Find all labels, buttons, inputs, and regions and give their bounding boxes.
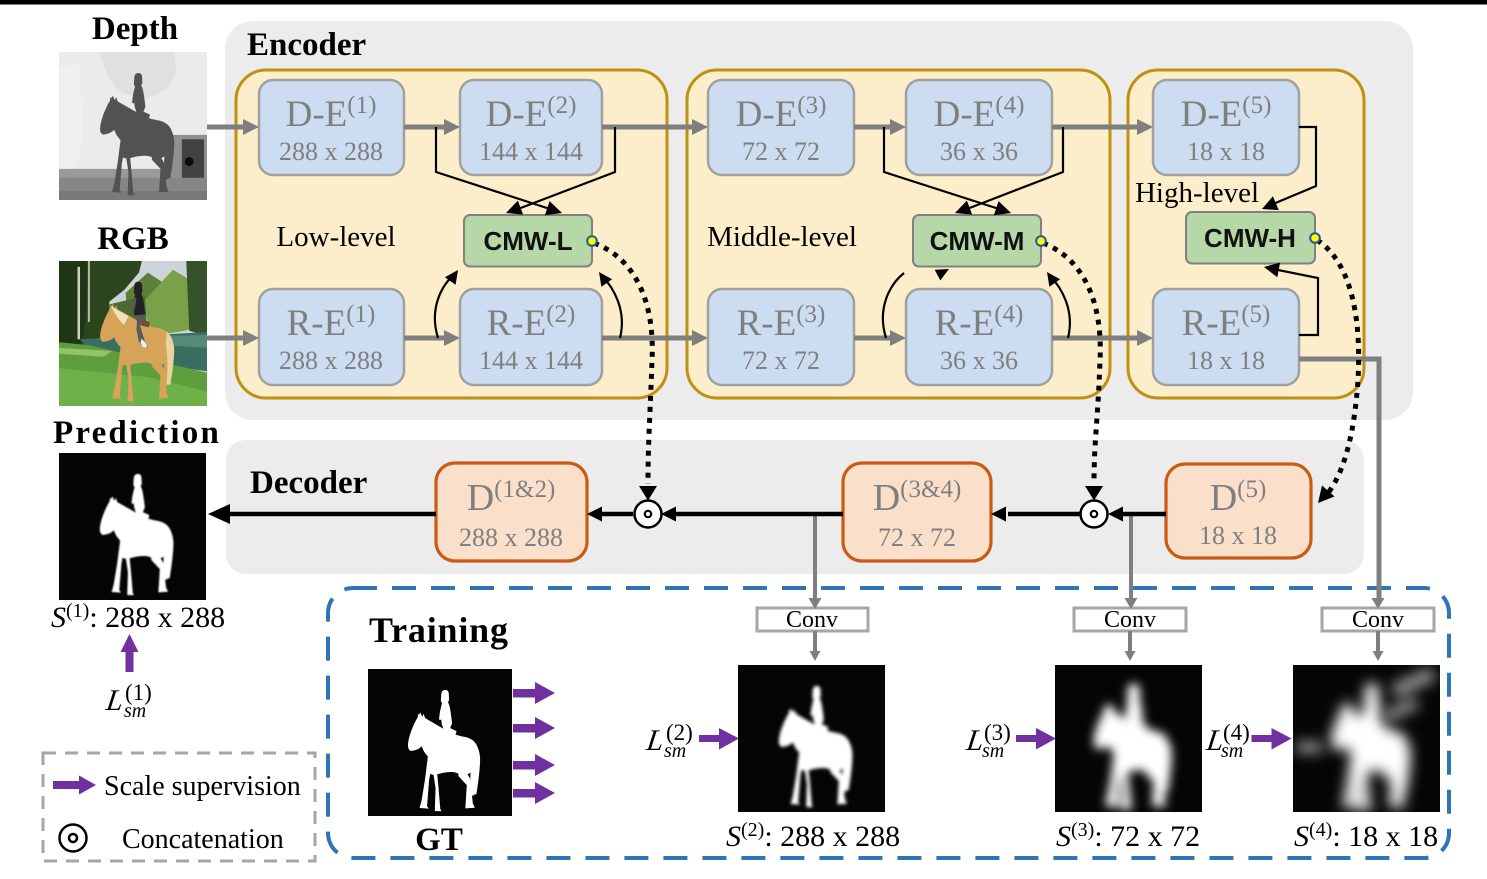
svg-text:S(1): 288 x 288: S(1): 288 x 288 xyxy=(51,600,225,634)
svg-text:72 x 72: 72 x 72 xyxy=(742,137,820,166)
svg-text:(1): (1) xyxy=(125,680,152,705)
svg-text:S(4): 18 x 18: S(4): 18 x 18 xyxy=(1294,819,1438,853)
svg-text:(3): (3) xyxy=(984,720,1011,745)
svg-text:Decoder: Decoder xyxy=(250,465,367,501)
svg-text:Prediction: Prediction xyxy=(53,415,221,451)
svg-text:Middle-level: Middle-level xyxy=(707,221,857,253)
svg-text:sm: sm xyxy=(124,700,146,722)
svg-text:Depth: Depth xyxy=(92,11,178,47)
svg-text:sm: sm xyxy=(1221,740,1243,762)
svg-text:RGB: RGB xyxy=(97,221,169,257)
svg-text:Conv: Conv xyxy=(786,607,838,633)
svg-text:Conv: Conv xyxy=(1352,607,1404,633)
svg-text:36 x 36: 36 x 36 xyxy=(940,137,1018,166)
svg-text:Low-level: Low-level xyxy=(276,221,395,253)
svg-text:288 x 288: 288 x 288 xyxy=(279,137,383,166)
svg-text:Scale supervision: Scale supervision xyxy=(104,771,301,802)
svg-text:CMW-H: CMW-H xyxy=(1204,223,1296,253)
svg-text:L: L xyxy=(1204,723,1226,757)
svg-text:Training: Training xyxy=(369,610,509,650)
svg-text:72 x 72: 72 x 72 xyxy=(742,346,820,375)
svg-text:sm: sm xyxy=(664,740,686,762)
svg-text:72 x 72: 72 x 72 xyxy=(878,523,956,552)
svg-text:288 x 288: 288 x 288 xyxy=(279,346,383,375)
svg-text:144 x 144: 144 x 144 xyxy=(479,346,583,375)
svg-text:CMW-M: CMW-M xyxy=(930,226,1025,256)
svg-text:18 x 18: 18 x 18 xyxy=(1187,137,1265,166)
svg-text:S(3): 72 x 72: S(3): 72 x 72 xyxy=(1056,819,1200,853)
svg-text:(2): (2) xyxy=(666,720,693,745)
svg-text:Encoder: Encoder xyxy=(247,27,366,63)
svg-text:CMW-L: CMW-L xyxy=(484,226,573,256)
svg-text:Concatenation: Concatenation xyxy=(122,824,284,855)
svg-text:L: L xyxy=(964,723,986,757)
svg-text:sm: sm xyxy=(982,740,1004,762)
svg-text:S(2): 288 x 288: S(2): 288 x 288 xyxy=(726,819,900,853)
svg-text:GT: GT xyxy=(415,822,463,858)
svg-text:High-level: High-level xyxy=(1135,177,1259,209)
svg-text:L: L xyxy=(644,723,666,757)
svg-text:288 x 288: 288 x 288 xyxy=(459,523,563,552)
svg-text:36 x 36: 36 x 36 xyxy=(940,346,1018,375)
svg-text:Conv: Conv xyxy=(1104,607,1156,633)
svg-text:144 x 144: 144 x 144 xyxy=(479,137,583,166)
svg-text:(4): (4) xyxy=(1223,720,1250,745)
svg-text:D-E(2): D-E(2) xyxy=(486,92,577,135)
svg-text:L: L xyxy=(103,683,125,717)
svg-text:18 x 18: 18 x 18 xyxy=(1187,346,1265,375)
svg-text:18 x 18: 18 x 18 xyxy=(1199,521,1277,550)
